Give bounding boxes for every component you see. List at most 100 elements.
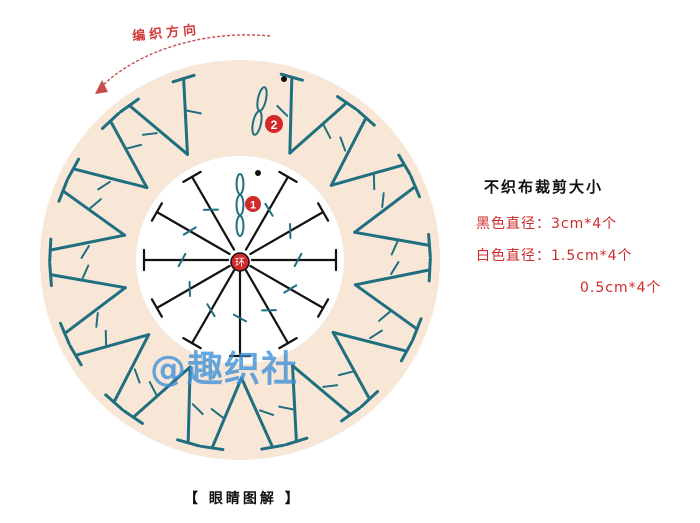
- dc-stitch-post: [71, 167, 149, 190]
- dc-stitch-post: [74, 333, 151, 357]
- inner-dc-tick: [177, 252, 187, 268]
- dc-stitch-top: [48, 262, 53, 288]
- inner-dc-post: [155, 264, 231, 310]
- dc-stitch-post: [288, 75, 294, 155]
- dc-stitch-post: [331, 330, 409, 353]
- magic-ring-icon: 环: [230, 252, 250, 272]
- spec-line-small: 0.5cm*4个: [580, 280, 662, 296]
- dc-stitch-post: [291, 364, 353, 416]
- dc-stitch-top: [122, 409, 144, 425]
- inner-dc-post: [249, 210, 325, 256]
- dc-stitch-top: [336, 95, 358, 111]
- spec-line-white: 白色直径：1.5cm*4个: [476, 248, 633, 264]
- inner-dc-tick: [264, 202, 274, 217]
- dc-stitch-top: [68, 344, 83, 367]
- chain-stitch-icon-inner: [235, 173, 245, 237]
- dc-stitch-top: [57, 179, 69, 203]
- dc-stitch-tick: [278, 405, 294, 411]
- dc-stitch-tick: [322, 124, 332, 139]
- dc-stitch-top: [260, 443, 285, 451]
- center-label: 环: [235, 258, 245, 269]
- inner-dc-top: [317, 202, 330, 222]
- inner-dc-top: [182, 337, 202, 350]
- dc-stitch-top: [359, 390, 380, 409]
- dc-stitch-post: [331, 330, 372, 401]
- inner-dc-tick: [283, 284, 298, 294]
- inner-dc-post: [190, 269, 236, 345]
- dc-stitch-tick: [81, 264, 90, 280]
- dc-stitch-tick: [381, 192, 385, 209]
- dc-stitch-tick: [95, 311, 99, 328]
- dc-stitch-top: [199, 444, 225, 452]
- dc-stitch-post: [48, 233, 127, 252]
- dc-stitch-top: [100, 111, 121, 130]
- dc-stitch-top: [284, 436, 309, 447]
- dc-stitch-post: [288, 101, 349, 155]
- arrow-head: [95, 80, 108, 94]
- inner-dc-tick: [232, 313, 248, 323]
- dc-stitch-top: [356, 109, 376, 127]
- dc-stitch-top: [48, 237, 53, 263]
- spec-line-black: 黑色直径：3cm*4个: [476, 216, 618, 232]
- dc-stitch-tick: [191, 403, 204, 416]
- dc-stitch-tick: [276, 104, 289, 117]
- inner-dc-top: [150, 298, 163, 318]
- inner-dc-top: [317, 298, 330, 318]
- dc-stitch-tick: [378, 310, 391, 322]
- dc-stitch-post: [329, 163, 406, 187]
- outer-stitches: [48, 72, 432, 452]
- dc-stitch-post: [108, 119, 149, 190]
- dc-stitch-tick: [322, 384, 339, 388]
- inner-dc-post: [244, 175, 290, 251]
- dc-stitch-top: [409, 174, 421, 199]
- round-marker-2: 2: [265, 115, 283, 133]
- inner-dc-top: [182, 170, 202, 183]
- inner-dc-top: [150, 202, 163, 222]
- dc-stitch-post: [291, 364, 298, 443]
- dc-stitch-top: [399, 340, 414, 363]
- dc-stitch-top: [340, 406, 362, 423]
- chain-stitch-icon: [251, 86, 268, 136]
- inner-dc-tick: [293, 252, 303, 268]
- slip-dot-inner: [255, 170, 261, 176]
- dc-stitch-tick: [210, 408, 224, 419]
- svg-text:1: 1: [250, 200, 256, 212]
- inner-dc-post: [249, 264, 325, 310]
- inner-dc-post: [155, 210, 231, 256]
- dc-stitch-tick: [337, 370, 354, 377]
- dc-stitch-post: [353, 283, 419, 331]
- dc-stitch-post: [61, 189, 127, 237]
- dc-stitch-post: [63, 286, 127, 335]
- dc-stitch-top: [118, 97, 140, 114]
- dc-stitch-tick: [80, 244, 90, 259]
- dc-stitch-tick: [141, 132, 158, 136]
- dc-stitch-post: [182, 77, 189, 156]
- inner-dc-top: [278, 337, 298, 350]
- dc-stitch-top: [427, 232, 432, 258]
- dc-stitch-post: [49, 273, 127, 290]
- dc-stitch-top: [171, 73, 196, 84]
- dc-stitch-post: [353, 185, 417, 234]
- dc-stitch-tick: [258, 409, 275, 416]
- dc-stitch-top: [59, 321, 71, 346]
- inner-dc-post: [244, 269, 290, 345]
- spec-title: 不织布裁剪大小: [484, 178, 604, 196]
- dc-stitch-top: [411, 317, 423, 341]
- svg-text:2: 2: [271, 118, 278, 132]
- dc-stitch-post: [239, 376, 275, 449]
- inner-stitches: [142, 170, 338, 358]
- inner-dc-top: [278, 170, 298, 183]
- dc-stitch-post: [127, 104, 189, 156]
- dc-stitch-tick: [126, 143, 143, 150]
- slip-dot: [281, 76, 287, 82]
- dc-stitch-top: [427, 257, 432, 283]
- dc-stitch-tick: [390, 261, 400, 276]
- dc-stitch-post: [329, 116, 368, 187]
- dc-stitch-tick: [133, 368, 141, 384]
- dc-stitch-top: [104, 393, 124, 411]
- round-marker-1: 1: [245, 196, 261, 212]
- dc-stitch-post: [353, 268, 432, 287]
- dc-stitch-top: [279, 72, 304, 82]
- dc-stitch-tick: [97, 180, 111, 191]
